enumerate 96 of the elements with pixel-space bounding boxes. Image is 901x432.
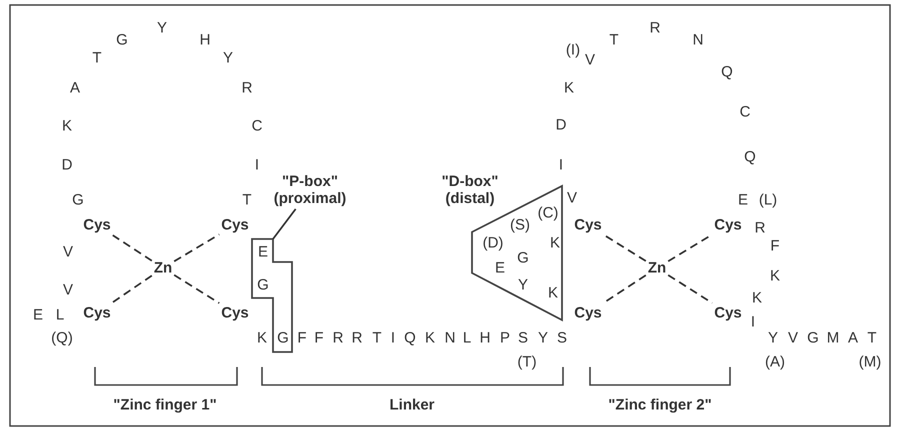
coordination-bond: [603, 234, 646, 262]
cysteine-label: Cys: [83, 216, 111, 234]
residue-letter: D: [62, 156, 72, 174]
zinc-ion-label: Zn: [648, 260, 666, 276]
residue-letter: (C): [538, 204, 558, 222]
residue-letter: G: [116, 32, 128, 48]
residue-letter: (M): [858, 354, 882, 370]
coordination-bond: [112, 234, 152, 262]
residue-letter: R: [332, 330, 344, 346]
residue-letter: C: [740, 104, 750, 120]
residue-letter: F: [770, 238, 780, 254]
residue-letter: V: [63, 244, 73, 260]
residue-letter: V: [788, 330, 798, 346]
residue-letter: Y: [768, 330, 778, 346]
residue-letter: G: [807, 330, 819, 346]
residue-letter: G: [277, 330, 289, 346]
residue-letter: Y: [157, 20, 167, 36]
residue-letter: (A): [765, 354, 785, 370]
residue-letter: Q: [404, 330, 416, 346]
cysteine-label: Cys: [83, 304, 111, 322]
residue-letter: F: [314, 330, 324, 346]
residue-letter: N: [444, 330, 456, 346]
residue-letter: I: [254, 156, 260, 174]
residue-letter: E: [738, 192, 748, 208]
residue-letter: T: [92, 50, 102, 66]
residue-letter: P: [500, 330, 510, 346]
residue-letter: Q: [744, 148, 756, 166]
residue-letter: (I): [566, 42, 580, 58]
residue-letter: G: [72, 192, 84, 208]
residue-letter: V: [585, 52, 595, 68]
residue-letter: S: [518, 330, 528, 346]
residue-letter: A: [70, 80, 80, 96]
coordination-bond: [174, 274, 220, 304]
residue-letter: (D): [482, 234, 504, 252]
residue-letter: (T): [517, 354, 537, 370]
residue-letter: K: [770, 268, 780, 284]
residue-letter: Y: [538, 330, 548, 346]
residue-letter: (S): [510, 216, 530, 234]
zinc-ion-label: Zn: [154, 260, 172, 276]
residue-letter: T: [867, 330, 877, 346]
coordination-bond: [668, 274, 713, 304]
region-label: "Zinc finger 1": [113, 396, 217, 414]
residue-letter: T: [372, 330, 382, 346]
residue-letter: (L): [758, 192, 778, 208]
residue-letter: N: [692, 32, 704, 48]
cysteine-label: Cys: [714, 216, 742, 234]
residue-letter: C: [252, 118, 262, 134]
coordination-bond: [174, 234, 220, 262]
coordination-bond: [603, 274, 646, 304]
residue-letter: I: [558, 156, 564, 174]
residue-letter: K: [62, 118, 72, 134]
residue-letter: E: [495, 260, 505, 276]
residue-letter: H: [480, 330, 490, 346]
residue-letter: A: [848, 330, 858, 346]
residue-letter: T: [242, 192, 252, 208]
residue-letter: G: [257, 276, 269, 294]
cysteine-label: Cys: [221, 304, 249, 322]
residue-letter: Q: [721, 64, 733, 80]
residue-letter: I: [750, 314, 756, 330]
residue-letter: K: [564, 80, 574, 96]
residue-letter: D: [556, 116, 566, 134]
region-label: Linker: [390, 396, 434, 414]
residue-letter: R: [352, 330, 362, 346]
residue-letter: Y: [223, 50, 233, 66]
residue-letter: K: [550, 234, 560, 252]
residue-letter: G: [517, 250, 529, 266]
cysteine-label: Cys: [714, 304, 742, 322]
residue-letter: V: [63, 282, 73, 298]
region-label: "Zinc finger 2": [608, 396, 712, 414]
residue-letter: R: [242, 80, 252, 96]
residue-letter: Y: [518, 276, 528, 294]
residue-letter: I: [390, 330, 396, 346]
residue-letter: R: [754, 220, 766, 236]
residue-letter: K: [425, 330, 435, 346]
residue-letter: T: [609, 32, 619, 48]
residue-letter: V: [567, 190, 577, 206]
residue-letter: E: [258, 244, 268, 260]
residue-letter: K: [752, 290, 762, 306]
residue-letter: L: [56, 306, 64, 324]
box-label: "P-box" (proximal): [267, 173, 353, 207]
cysteine-label: Cys: [221, 216, 249, 234]
box-label: "D-box" (distal): [440, 173, 500, 207]
residue-letter: K: [548, 284, 558, 302]
residue-letter: (Q): [51, 330, 73, 346]
residue-letter: K: [257, 330, 267, 346]
residue-letter: F: [297, 330, 307, 346]
residue-letter: E: [33, 306, 43, 324]
coordination-bond: [112, 274, 152, 304]
residue-letter: H: [200, 32, 210, 48]
cysteine-label: Cys: [574, 304, 602, 322]
residue-letter: L: [462, 330, 472, 346]
cysteine-label: Cys: [574, 216, 602, 234]
residue-letter: S: [557, 330, 567, 346]
residue-letter: M: [826, 330, 840, 346]
residue-letter: R: [650, 20, 660, 36]
leader-line: [272, 208, 296, 240]
